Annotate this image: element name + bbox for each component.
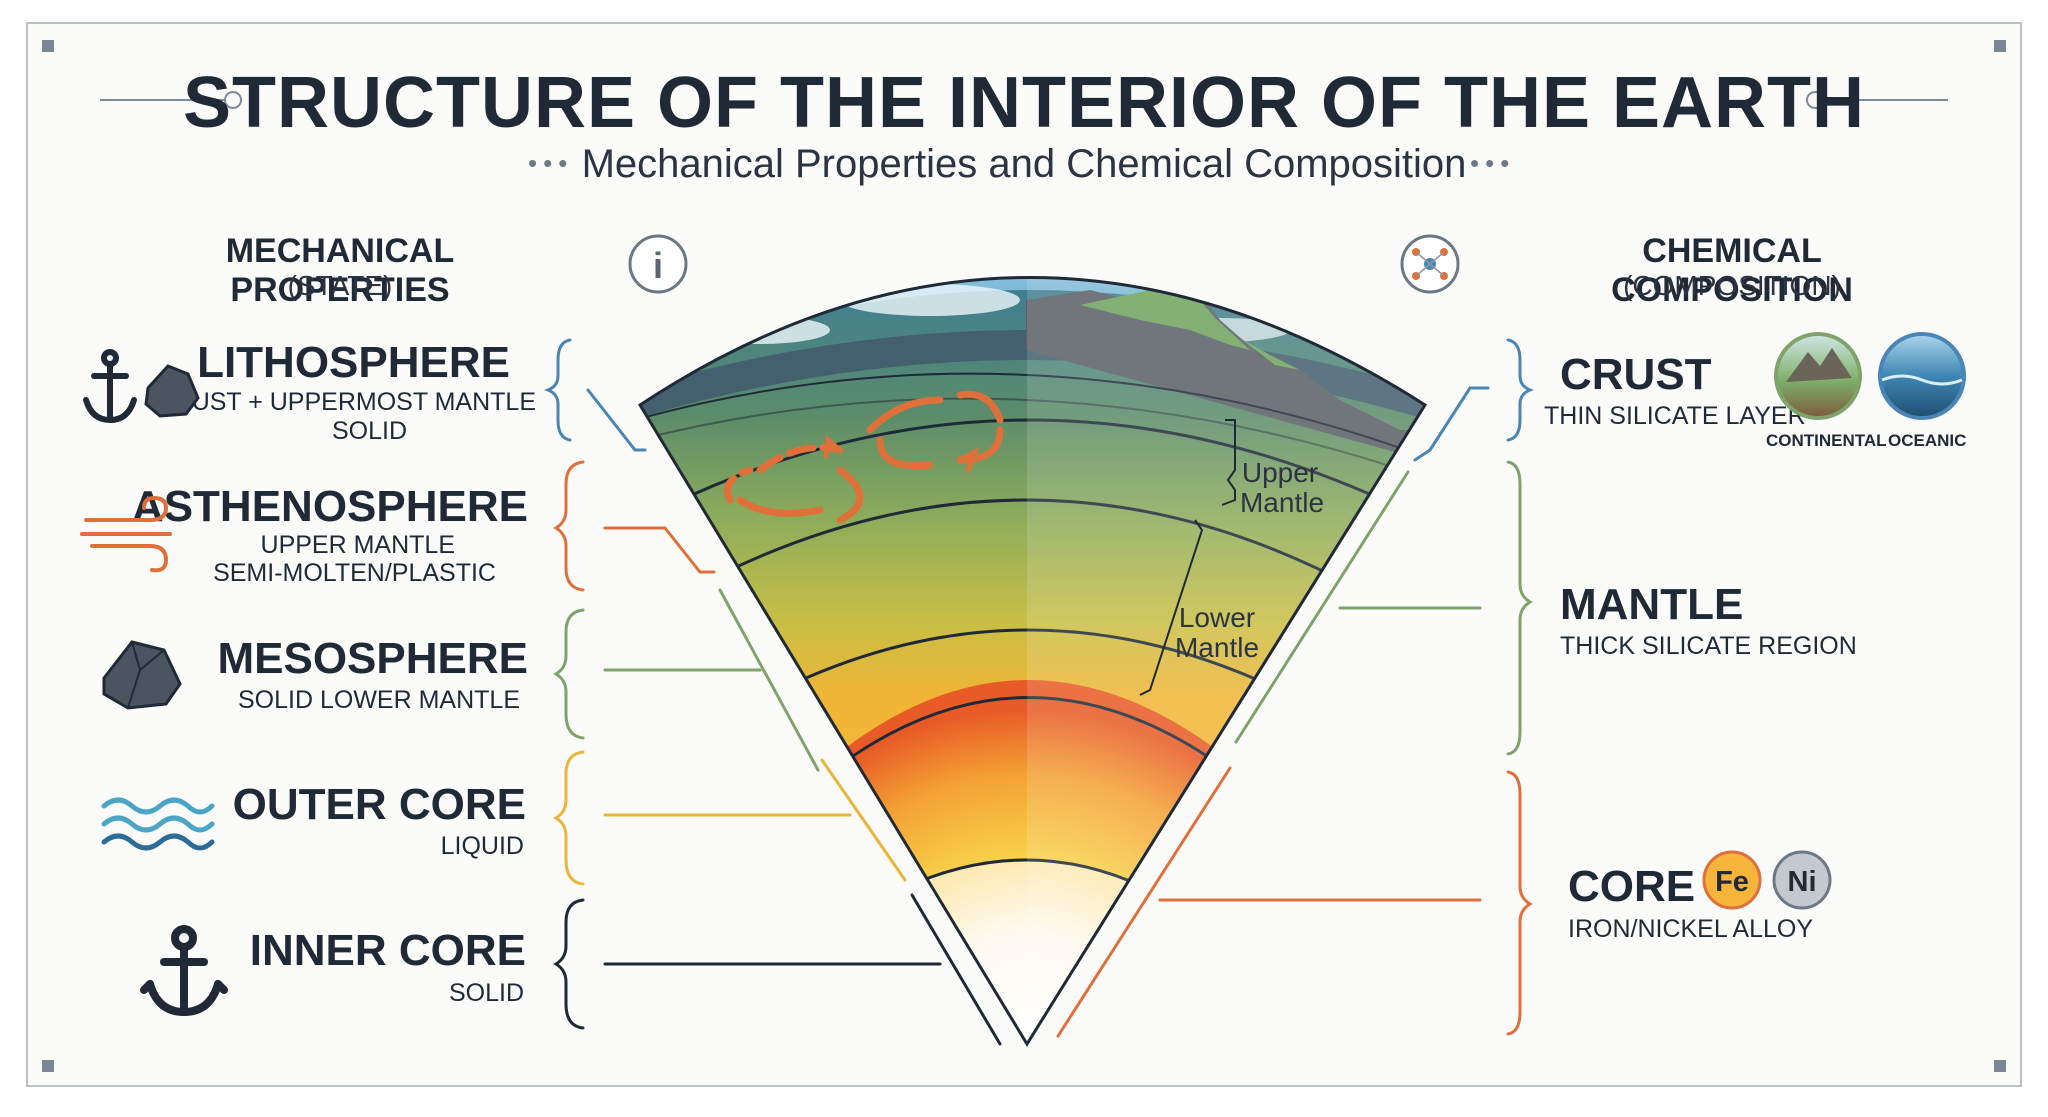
corner-mark-top-right (1994, 40, 2006, 52)
upper-mantle-label-line1: Upper (1242, 457, 1318, 488)
lower-mantle-brace (1139, 519, 1204, 696)
layer-desc-mesosphere: SOLID LOWER MANTLE (238, 686, 520, 714)
layer-name-lithosphere: LITHOSPHERE (197, 338, 510, 387)
layer-desc-mantle: THICK SILICATE REGION (1560, 632, 1857, 660)
title-ring-left (224, 91, 242, 109)
continental-crust-badge (1774, 332, 1862, 420)
anchor-icon (140, 925, 228, 1017)
badge-label-continental: CONTINENTAL (1766, 431, 1887, 450)
layer-name-mantle: MANTLE (1560, 580, 1744, 629)
layer-name-crust: CRUST (1560, 350, 1712, 399)
subtitle-dots-right: ••• (1470, 148, 1516, 178)
page-subtitle: Mechanical Properties and Chemical Compo… (581, 142, 1467, 186)
molecule-icon (1400, 234, 1460, 294)
layer-name-asthenosphere: ASTHENOSPHERE (131, 482, 528, 531)
wind-icon (80, 495, 172, 573)
badge-label-oceanic: OCEANIC (1888, 431, 1967, 450)
layer-name-inner-core: INNER CORE (249, 926, 526, 975)
title-rule-right (1822, 99, 1948, 101)
fe-element-badge: Fe (1702, 850, 1762, 910)
layer-desc-crust: THIN SILICATE LAYER (1544, 402, 1806, 430)
mechanical-header: MECHANICAL PROPERTIES (225, 232, 455, 309)
subtitle-dots-left: ••• (528, 148, 574, 178)
info-icon: i (628, 234, 688, 294)
upper-mantle-label-line2: Mantle (1240, 487, 1324, 518)
chemical-header: CHEMICAL COMPOSITION (1611, 232, 1853, 309)
waves-icon (101, 797, 215, 851)
lower-mantle-label-line1: Lower (1179, 602, 1255, 633)
upper-mantle-brace (1221, 419, 1236, 506)
convection-arrows (724, 390, 1004, 524)
chemical-subheader: (COMPOSITION) (1623, 270, 1841, 301)
mechanical-subheader: (STATE) (287, 270, 393, 301)
layer-name-outer-core: OUTER CORE (232, 780, 526, 829)
rock-icon (102, 640, 182, 710)
right-connectors (1056, 338, 1535, 1038)
page-title: STRUCTURE OF THE INTERIOR OF THE EARTH (183, 63, 1865, 143)
layer-name-mesosphere: MESOSPHERE (217, 634, 528, 683)
layer-desc-lithosphere-line1: CRUST + UPPERMOST MANTLE (155, 388, 536, 416)
layer-desc-inner-core: SOLID (448, 979, 524, 1007)
layer-desc-core: IRON/NICKEL ALLOY (1568, 915, 1813, 943)
layer-name-core: CORE (1568, 862, 1696, 911)
layer-desc-asthenosphere-line2: SEMI-MOLTEN/PLASTIC (213, 559, 496, 587)
anchor-and-rock-icon (83, 349, 200, 424)
ni-element-label: Ni (1788, 866, 1817, 898)
earth-wedge (637, 276, 1428, 1047)
left-connectors (543, 338, 1002, 1046)
corner-mark-bottom-right (1994, 1060, 2006, 1072)
layer-desc-lithosphere-line2: SOLID (331, 417, 407, 445)
lower-mantle-label-line2: Mantle (1175, 632, 1259, 663)
svg-text:i: i (653, 245, 663, 286)
corner-mark-bottom-left (42, 1060, 54, 1072)
ni-element-badge: Ni (1772, 850, 1832, 910)
layer-desc-outer-core: LIQUID (440, 832, 524, 860)
fe-element-label: Fe (1715, 866, 1749, 898)
layer-desc-asthenosphere-line1: UPPER MANTLE (260, 531, 455, 559)
title-rule-left (100, 99, 230, 101)
corner-mark-top-left (42, 40, 54, 52)
oceanic-crust-badge (1878, 332, 1966, 420)
